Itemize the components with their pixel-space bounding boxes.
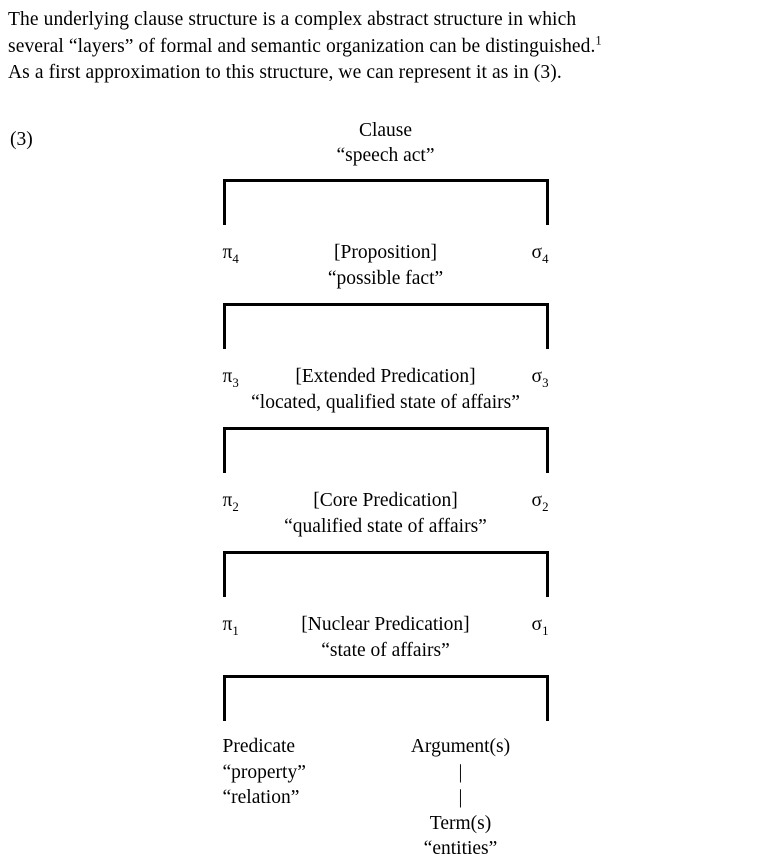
intro-paragraph: The underlying clause structure is a com… xyxy=(8,7,763,87)
layer-bracket-2 xyxy=(222,427,549,473)
pi-operator-1: π1 xyxy=(222,614,239,638)
layer-row: π4 [Proposition] σ4 xyxy=(223,240,549,266)
diagram-root-gloss: “speech act” xyxy=(336,145,435,166)
layer-bracket-terminal xyxy=(222,675,549,721)
term-head: Term(s) xyxy=(429,812,492,834)
intro-line-2: several “layers” of formal and semantic … xyxy=(8,33,602,57)
layer-row: π3 [Extended Predication] σ3 xyxy=(223,364,549,390)
layer-bracket-3 xyxy=(222,303,549,349)
spacer xyxy=(0,416,771,427)
spacer xyxy=(0,473,771,488)
layer-row: π2 [Core Predication] σ2 xyxy=(223,488,549,514)
predicate-gloss-relation: “relation” xyxy=(222,787,300,808)
layer-label-4: [Proposition] xyxy=(334,242,437,263)
intro-line-1: The underlying clause structure is a com… xyxy=(8,9,577,30)
layer-gloss-2: “qualified state of affairs” xyxy=(284,516,487,537)
layer-proposition: π4 [Proposition] σ4 “possible fact” xyxy=(223,240,549,292)
footnote-marker: 1 xyxy=(595,33,602,47)
argument-head: Argument(s) xyxy=(410,736,511,757)
layer-gloss-4: “possible fact” xyxy=(327,268,444,289)
intro-line-3: As a first approximation to this structu… xyxy=(8,62,562,83)
spacer xyxy=(0,664,771,675)
layer-label-3: [Extended Predication] xyxy=(295,366,476,387)
pi-operator-4: π4 xyxy=(222,242,239,266)
layer-extended-predication: π3 [Extended Predication] σ3 “located, q… xyxy=(223,364,549,416)
layer-core-predication: π2 [Core Predication] σ2 “qualified stat… xyxy=(223,488,549,540)
layer-row: π1 [Nuclear Predication] σ1 xyxy=(223,612,549,638)
sigma-operator-4: σ4 xyxy=(531,242,549,266)
argument-column: Argument(s) | | Term(s) “entities” xyxy=(373,734,549,862)
spacer xyxy=(0,168,771,179)
spacer xyxy=(0,349,771,364)
pi-operator-3: π3 xyxy=(222,366,239,390)
layer-label-1: [Nuclear Predication] xyxy=(301,614,470,635)
spacer xyxy=(0,540,771,551)
sigma-operator-1: σ1 xyxy=(531,614,549,638)
predicate-gloss-property: “property” xyxy=(222,761,306,783)
layer-gloss-3: “located, qualified state of affairs” xyxy=(251,392,520,413)
terminal-nodes: Predicate “property” “relation” Argument… xyxy=(223,721,549,862)
connector-line-icon-2: | xyxy=(458,787,463,808)
example-number: (3) xyxy=(10,129,33,150)
sigma-operator-3: σ3 xyxy=(531,366,549,390)
layer-nuclear-predication: π1 [Nuclear Predication] σ1 “state of af… xyxy=(223,612,549,664)
layer-gloss-1: “state of affairs” xyxy=(321,640,450,661)
layer-label-2: [Core Predication] xyxy=(313,490,458,511)
connector-line-icon-1: | xyxy=(458,761,463,783)
diagram-root-title: Clause xyxy=(358,120,413,141)
spacer xyxy=(0,292,771,303)
layer-bracket-1 xyxy=(222,551,549,597)
clause-structure-diagram: Clause “speech act” π4 [Proposition] σ4 … xyxy=(0,118,771,862)
pi-operator-2: π2 xyxy=(222,490,239,514)
spacer xyxy=(0,597,771,612)
sigma-operator-2: σ2 xyxy=(531,490,549,514)
predicate-column: Predicate “property” “relation” xyxy=(223,734,306,811)
term-gloss: “entities” xyxy=(423,838,498,859)
layer-bracket-4 xyxy=(222,179,549,225)
spacer xyxy=(0,225,771,240)
predicate-head: Predicate xyxy=(222,736,296,757)
